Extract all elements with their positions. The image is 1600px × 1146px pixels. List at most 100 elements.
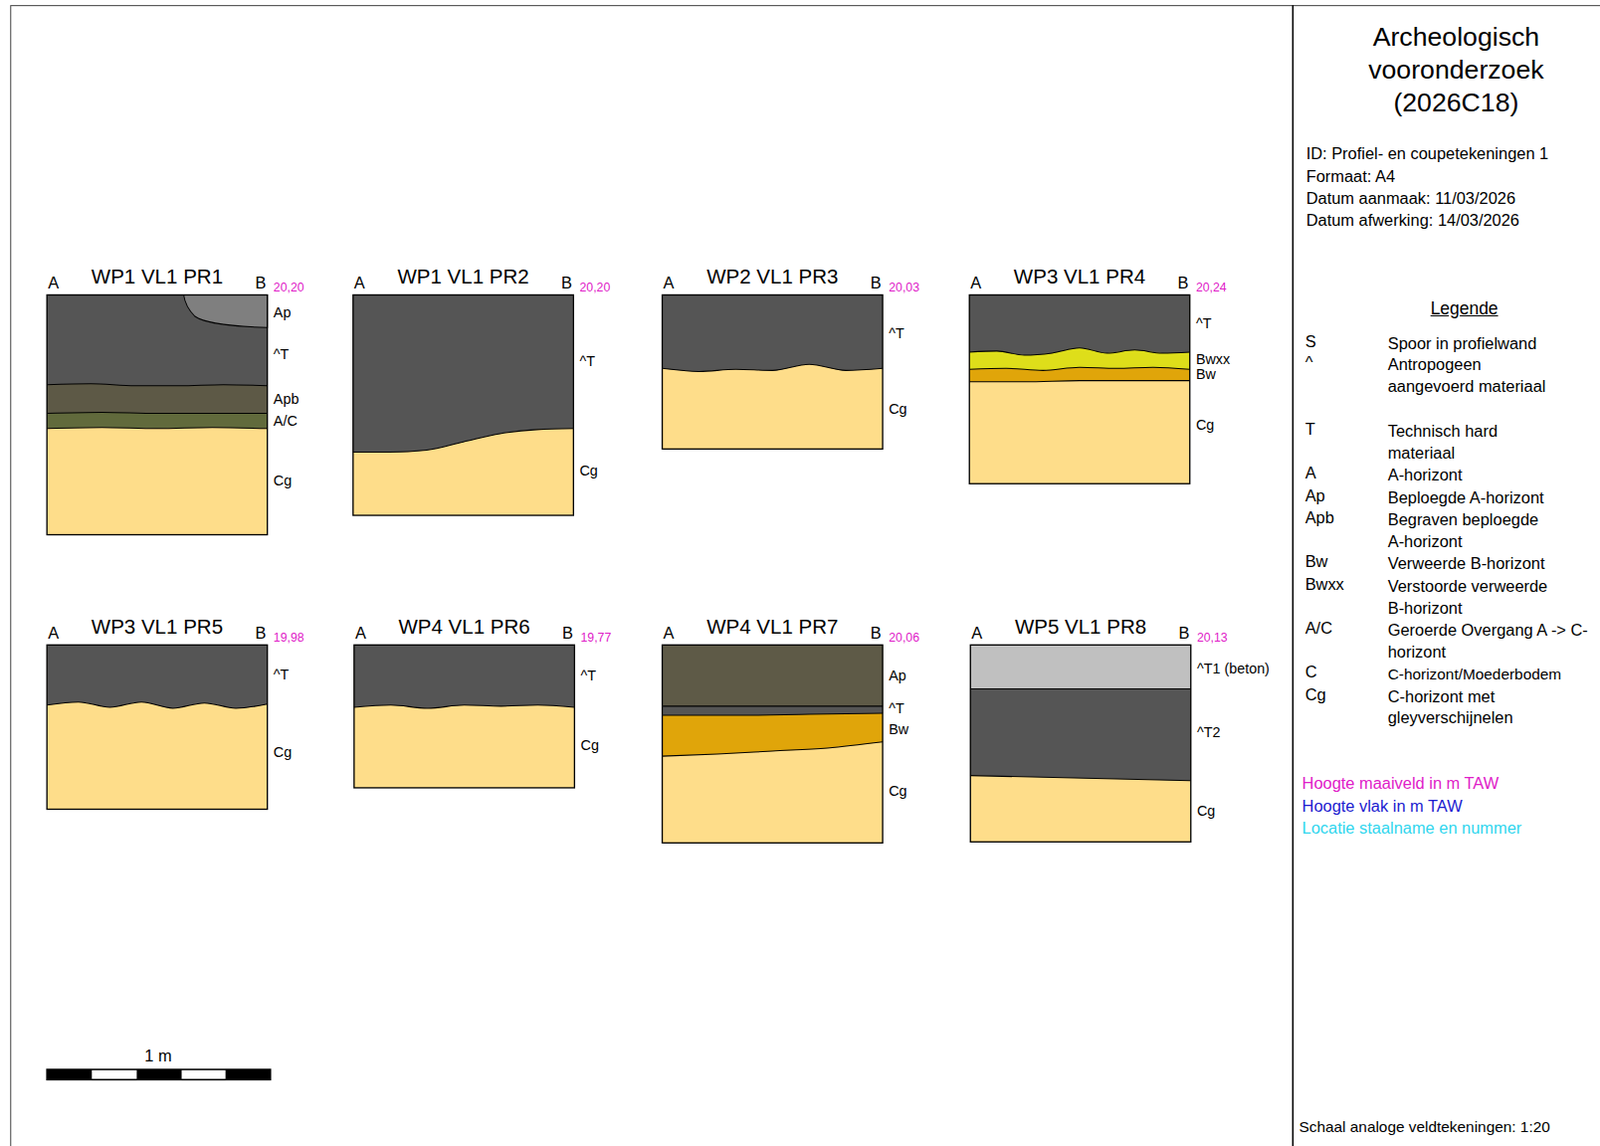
profile-end-letter: B (1178, 624, 1190, 644)
soil-layer (969, 294, 1191, 382)
legend-text: Technisch hard materiaal (1388, 422, 1498, 462)
legend-text: C-horizont met gleyverschijnelen (1388, 687, 1514, 727)
sheet-title: Archeologisch vooronderzoek (2026C18) (1323, 20, 1590, 119)
legend-color-entry: Hoogte vlak in m TAW (1302, 795, 1463, 817)
profile-end-letter: B (870, 624, 882, 644)
legend-code: A (1305, 464, 1317, 484)
cg-layer (353, 294, 575, 516)
surface-elevation: 20,06 (888, 631, 920, 646)
layer-boundary (662, 713, 884, 716)
cg-layer (46, 644, 268, 809)
horizon-code: Ap (273, 304, 292, 322)
soil-layer (46, 294, 268, 428)
profile-panel: WP1 VL1 PR1 (46, 263, 268, 536)
legend-entry: C-horizont met gleyverschijnelen (1388, 685, 1583, 729)
legend-entry: Antropogeen aangevoerd materiaal (1388, 354, 1562, 398)
legend-text: Hoogte vlak in m TAW (1302, 797, 1463, 814)
cg-layer (969, 294, 1191, 484)
layer-boundary (969, 348, 1191, 356)
soil-layer (354, 644, 576, 709)
soil-layer (662, 294, 884, 372)
profile-heading: WP4 VL1 PR7 (662, 613, 884, 641)
scale-note: Schaal analoge veldtekeningen: 1:20 (1298, 1117, 1550, 1136)
profile-end-letter: A (355, 624, 367, 644)
legend-heading: Legende (1430, 299, 1499, 320)
horizon-code: ^T2 (1197, 723, 1221, 741)
profile-end-letter: B (254, 274, 266, 294)
soil-profile (969, 294, 1191, 484)
legend-entry: A-horizont (1388, 464, 1593, 487)
profile-outline (354, 644, 576, 789)
horizon-code: Cg (273, 472, 292, 490)
surface-elevation: 20,24 (1196, 281, 1227, 296)
legend-text: Hoogte maaiveld in m TAW (1302, 775, 1500, 793)
horizon-code: Bwxx (1196, 351, 1230, 369)
soil-layer (46, 294, 268, 386)
profile-end-letter: A (47, 624, 59, 644)
profile-drawings (46, 294, 1192, 843)
soil-profile (46, 644, 268, 809)
profile-heading: WP1 VL1 PR1 (46, 263, 268, 291)
legend-entry: Technisch hard materiaal (1388, 420, 1562, 464)
legend-code: Ap (1305, 486, 1326, 506)
sheet-info: Formaat: A4 (1306, 167, 1396, 187)
profile-panel: WP5 VL1 PR8 (970, 613, 1192, 843)
horizon-code: A/C (273, 411, 298, 429)
cg-layer (662, 644, 884, 843)
horizon-code: ^T (1196, 315, 1212, 333)
legend-code: Bw (1305, 553, 1329, 573)
legend-entry: C-horizont/Moederbodem (1388, 663, 1600, 686)
horizon-code: Bw (1196, 365, 1216, 383)
profile-end-letter: A (663, 274, 675, 294)
profile-end-letter: A (354, 274, 366, 294)
legend-text: Geroerde Overgang A -> C-horizont (1388, 621, 1589, 661)
legend-text: Beploegde A-horizont (1388, 488, 1545, 506)
soil-layer (46, 644, 268, 709)
legend-entry: Spoor in profielwand (1388, 332, 1593, 355)
profile-panel: WP3 VL1 PR4 (969, 263, 1191, 485)
horizon-code: ^T (273, 346, 290, 364)
layer-boundary (662, 742, 884, 757)
legend-code: ^ (1305, 354, 1314, 374)
horizon-code: Apb (273, 391, 300, 408)
soil-layer (662, 644, 884, 707)
profile-outline (970, 644, 1192, 842)
layer-boundary (969, 367, 1191, 371)
horizon-code: Bw (888, 720, 909, 738)
profile-panel: WP2 VL1 PR3 (662, 263, 884, 450)
sheet-info: ID: Profiel- en coupetekeningen 1 (1306, 145, 1550, 165)
horizon-code: Cg (579, 462, 598, 480)
horizon-code: Cg (1196, 416, 1214, 434)
sheet-border (10, 5, 1600, 1146)
surface-elevation: 19,98 (273, 631, 305, 646)
soil-profile (354, 644, 576, 789)
layer-boundary (970, 688, 1192, 690)
profile-end-letter: B (254, 624, 266, 644)
soil-layer (969, 294, 1191, 371)
scale-bar (46, 1069, 271, 1080)
sheet-info: Datum aanmaak: 11/03/2026 (1306, 190, 1516, 209)
layer-boundary (354, 705, 576, 709)
legend-code: C (1305, 663, 1318, 683)
layer-boundary (970, 776, 1192, 782)
legend-code: A/C (1305, 619, 1333, 639)
layer-boundary (662, 364, 884, 372)
soil-profile (970, 644, 1192, 842)
profile-end-letter: A (47, 274, 59, 294)
legend-text: C-horizont/Moederbodem (1388, 665, 1562, 683)
legend-color-entry: Locatie staalname en nummer (1302, 817, 1523, 840)
legend-entry: Begraven beploegde A-horizont (1388, 509, 1557, 553)
legend-text: Locatie staalname en nummer (1302, 819, 1523, 837)
profile-panel: WP3 VL1 PR5 (46, 613, 268, 810)
surface-elevation: 19,77 (581, 631, 612, 646)
profile-panel: WP4 VL1 PR6 (354, 613, 576, 789)
profile-heading: WP5 VL1 PR8 (970, 613, 1192, 641)
soil-layer (969, 294, 1191, 356)
layer-boundary (46, 427, 268, 429)
soil-layer (662, 644, 884, 757)
legend-text: Antropogeen aangevoerd materiaal (1388, 356, 1547, 396)
profile-end-letter: A (970, 274, 982, 294)
soil-profile (353, 294, 575, 516)
sheet-info: Datum afwerking: 14/03/2026 (1306, 210, 1520, 230)
profile-panel: WP1 VL1 PR2 (353, 263, 575, 516)
